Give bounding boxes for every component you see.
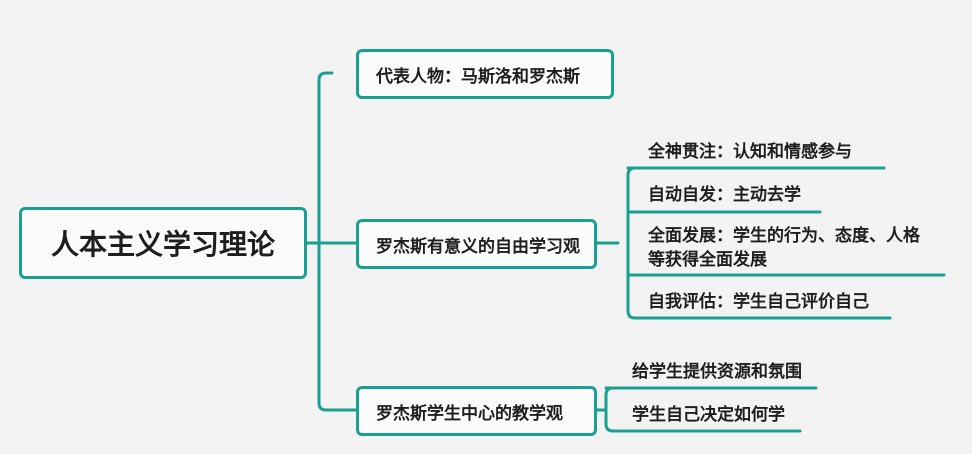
- leaf-all-round-development-line-1[interactable]: 全面发展：学生的行为、态度、人格: [648, 226, 920, 246]
- branch-representatives[interactable]: 代表人物：马斯洛和罗杰斯: [356, 49, 614, 99]
- leaf-full-attention[interactable]: 全神贯注：认知和情感参与: [648, 142, 852, 162]
- branch-label: 代表人物：马斯洛和罗杰斯: [376, 66, 580, 87]
- branch-label: 罗杰斯学生中心的教学观: [376, 403, 563, 424]
- branch-label: 罗杰斯有意义的自由学习观: [376, 236, 580, 257]
- leaf-all-round-development-line-2[interactable]: 等获得全面发展: [648, 250, 767, 270]
- leaf-provide-resources[interactable]: 给学生提供资源和氛围: [632, 362, 802, 382]
- branch-free-learning[interactable]: 罗杰斯有意义的自由学习观: [356, 219, 597, 269]
- root-node[interactable]: 人本主义学习理论: [19, 207, 307, 279]
- root-label: 人本主义学习理论: [50, 228, 275, 261]
- leaf-self-initiated[interactable]: 自动自发：主动去学: [648, 185, 801, 205]
- branch-student-centered[interactable]: 罗杰斯学生中心的教学观: [356, 386, 597, 436]
- leaf-students-decide[interactable]: 学生自己决定如何学: [632, 405, 785, 425]
- leaf-self-evaluation[interactable]: 自我评估：学生自己评价自己: [648, 292, 869, 312]
